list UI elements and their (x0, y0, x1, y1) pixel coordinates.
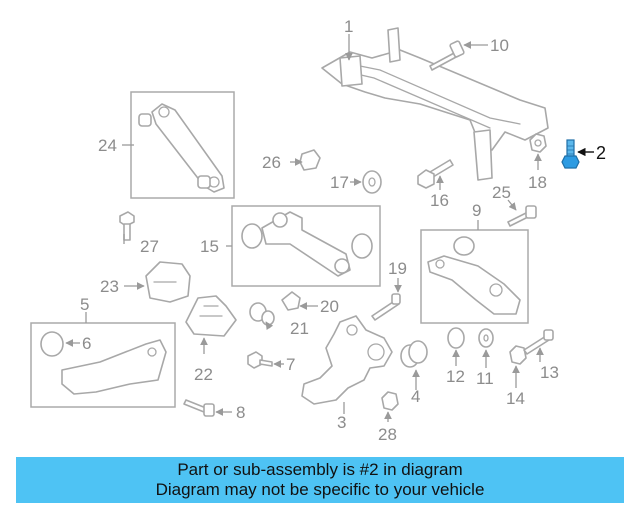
bracket-23-drawing (145, 261, 191, 303)
bolt-27-drawing (119, 211, 135, 241)
bolt-16-drawing (417, 159, 454, 189)
banner-line-part-number: Part or sub-assembly is #2 in diagram (177, 460, 463, 479)
box-part-5 (30, 322, 176, 408)
bushing-4-drawing (400, 340, 428, 368)
callout-24: 24 (98, 136, 117, 155)
callout-18: 18 (528, 173, 547, 192)
highlighted-bolt-2-drawing (561, 139, 580, 169)
nut-28-drawing (381, 391, 399, 411)
parts-diagram: 1 2 3 4 5 6 7 8 9 10 11 12 13 14 15 16 1… (30, 17, 606, 444)
washer-11-drawing (478, 328, 494, 348)
callout-5: 5 (80, 295, 89, 314)
banner-line-disclaimer: Diagram may not be specific to your vehi… (155, 480, 485, 499)
callout-7: 7 (286, 355, 295, 374)
bushing-26-drawing (299, 149, 321, 171)
arm-9-drawing (427, 236, 521, 315)
bolt-10-drawing (429, 40, 465, 71)
nut-14-drawing (509, 345, 527, 365)
callout-12: 12 (446, 367, 465, 386)
bolt-19-drawing (371, 293, 401, 321)
callout-14: 14 (506, 389, 525, 408)
arm-5-drawing (40, 331, 167, 395)
callout-19: 19 (388, 259, 407, 278)
bolt-7-drawing (247, 351, 273, 369)
callout-22: 22 (194, 365, 213, 384)
clip-20-drawing (281, 291, 301, 311)
mount-22-drawing (185, 295, 237, 337)
callout-20: 20 (320, 297, 339, 316)
link-24-drawing (138, 103, 225, 193)
nut-18-drawing (529, 133, 547, 153)
callout-10: 10 (490, 36, 509, 55)
callout-21: 21 (290, 319, 309, 338)
callout-9: 9 (472, 201, 481, 220)
bolt-25-drawing (507, 205, 537, 227)
callout-11: 11 (476, 369, 494, 388)
info-banner: Part or sub-assembly is #2 in diagram Di… (16, 457, 624, 503)
callout-6: 6 (82, 334, 91, 353)
box-part-9 (420, 229, 529, 324)
callout-25: 25 (492, 183, 511, 202)
callout-28: 28 (378, 425, 397, 444)
callout-13: 13 (540, 363, 559, 382)
arm-15-drawing (241, 211, 373, 277)
callout-8: 8 (236, 403, 245, 422)
callout-26: 26 (262, 153, 281, 172)
callout-3: 3 (337, 413, 346, 432)
callout-15: 15 (200, 237, 219, 256)
callout-4: 4 (411, 387, 420, 406)
bushing-12-drawing (447, 327, 465, 349)
callout-27: 27 (140, 237, 159, 256)
callout-17: 17 (330, 173, 349, 192)
callout-16: 16 (430, 191, 449, 210)
bolt-8-drawing (183, 399, 215, 417)
bolt-13-drawing (523, 329, 554, 355)
leader-lines (65, 34, 594, 422)
callout-23: 23 (100, 277, 119, 296)
washer-17-drawing (362, 170, 382, 194)
knuckle-3-drawing (301, 315, 393, 405)
callout-1: 1 (344, 17, 353, 36)
bushing-21-drawing (249, 302, 275, 326)
callout-labels: 1 2 3 4 5 6 7 8 9 10 11 12 13 14 15 16 1… (80, 17, 606, 444)
callout-2-highlighted: 2 (596, 143, 606, 163)
subframe-drawing (321, 27, 549, 181)
